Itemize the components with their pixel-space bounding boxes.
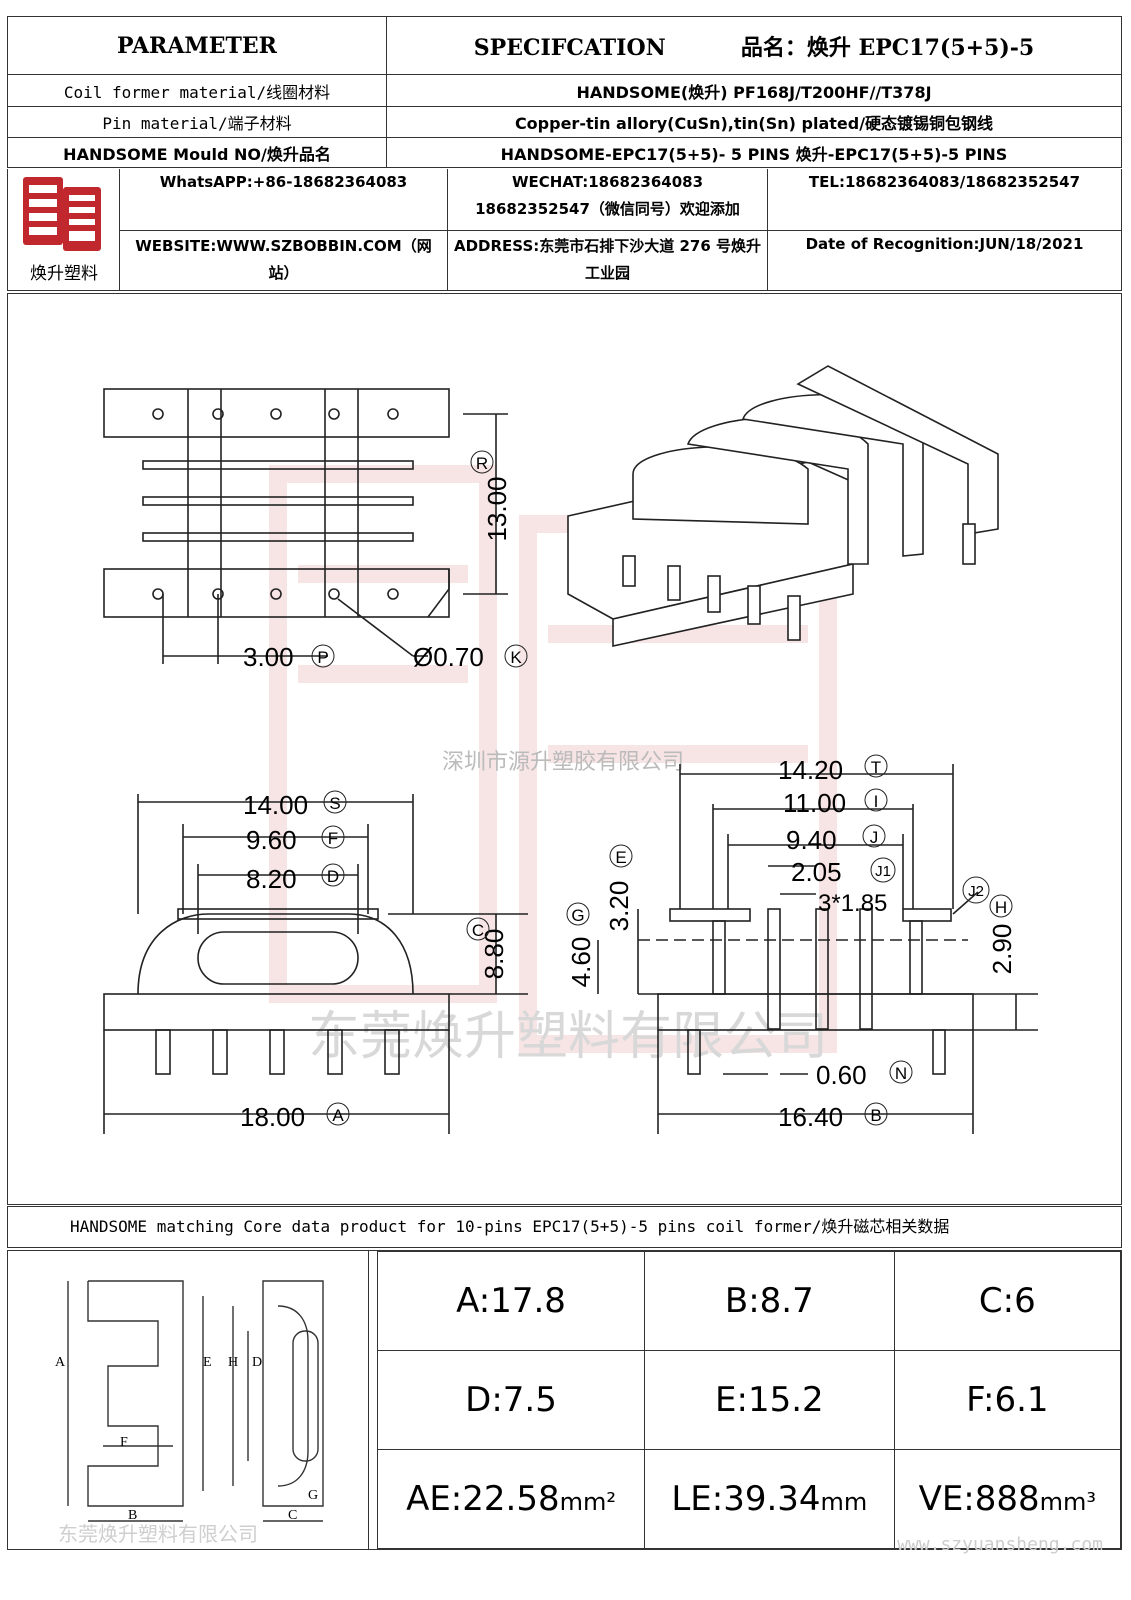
product-name: 品名：焕升 EPC17(5+5)-5	[740, 34, 1035, 61]
drawing-svg: 深圳市源升塑胶有限公司 东莞焕升塑料有限公司	[103, 365, 1038, 1134]
row-value-mould: HANDSOME-EPC17(5+5)- 5 PINS 焕升-EPC17(5+5…	[386, 137, 1122, 168]
dim-i-letter: I	[874, 792, 879, 811]
logo-text: 焕升塑料	[30, 264, 98, 284]
value-le: LE:39.34	[671, 1479, 821, 1519]
value-le-cell: LE:39.34mm	[644, 1449, 895, 1549]
dim-p-value: 3.00	[243, 642, 294, 672]
row-value-pin: Copper-tin allory(CuSn),tin(Sn) plated/硬…	[386, 106, 1122, 138]
dim-s-value: 14.00	[243, 790, 308, 820]
dim-d-letter: D	[327, 867, 339, 886]
value-e: E:15.2	[644, 1350, 895, 1450]
value-d: D:7.5	[376, 1350, 646, 1450]
dim-b-value: 16.40	[778, 1102, 843, 1132]
core-area: A E H D F B C G 东莞焕升塑料有限公司 A:17.8 B:8.7 …	[7, 1250, 1122, 1555]
front-view	[103, 794, 528, 1134]
dim-p-letter: P	[317, 648, 328, 667]
core-watermark: 东莞焕升塑料有限公司	[58, 1523, 258, 1546]
value-ve: VE:888	[918, 1479, 1040, 1519]
core-svg: A E H D F B C G 东莞焕升塑料有限公司	[55, 1280, 324, 1546]
telephone: TEL:18682364083/18682352547	[768, 169, 1121, 231]
value-a: A:17.8	[376, 1251, 646, 1351]
dim-j2-letter: J2	[968, 883, 984, 900]
dim-j-value: 9.40	[786, 825, 837, 855]
dim-j1-letter: J1	[875, 863, 891, 880]
dim-r-letter: R	[476, 454, 488, 473]
dim-k-value: Ø0.70	[413, 642, 484, 672]
parameter-heading: PARAMETER	[7, 16, 387, 75]
core-values-table: A:17.8 B:8.7 C:6 D:7.5 E:15.2 F:6.1 AE:2…	[376, 1251, 1122, 1549]
technical-drawing: 深圳市源升塑胶有限公司 东莞焕升塑料有限公司	[7, 293, 1122, 1205]
dim-g-value: 4.60	[566, 937, 596, 988]
dim-a-value: 18.00	[240, 1102, 305, 1132]
spec-heading-cell: SPECIFCATION 品名：焕升 EPC17(5+5)-5	[386, 16, 1122, 75]
core-label-h: H	[228, 1355, 238, 1370]
core-label-c: C	[288, 1508, 297, 1523]
spec-sheet: PARAMETER SPECIFCATION 品名：焕升 EPC17(5+5)-…	[7, 16, 1122, 1555]
value-ve-cell: VE:888mm³	[893, 1449, 1122, 1549]
spec-heading: SPECIFCATION	[473, 34, 666, 61]
address: ADDRESS:东莞市石排下沙大道 276 号焕升工业园	[448, 231, 768, 291]
row-label-coil: Coil former material/线圈材料	[7, 74, 387, 107]
dim-b-letter: B	[870, 1106, 881, 1125]
website: WEBSITE:WWW.SZBOBBIN.COM（网站）	[120, 231, 448, 291]
dim-i-value: 11.00	[783, 788, 846, 818]
core-label-e: E	[203, 1355, 212, 1370]
dim-f-value: 9.60	[246, 825, 297, 855]
value-c: C:6	[893, 1251, 1122, 1351]
isometric-view	[567, 365, 999, 647]
site-watermark: www.szyuansheng.com	[897, 1534, 1103, 1555]
wechat-cell: WECHAT:18682364083 18682352547（微信同号）欢迎添加	[448, 169, 768, 231]
value-ae: AE:22.58	[406, 1479, 560, 1519]
dim-k-letter: K	[510, 648, 522, 667]
core-title: HANDSOME matching Core data product for …	[7, 1206, 1122, 1248]
core-label-g: G	[308, 1488, 318, 1503]
value-ve-unit: mm³	[1039, 1488, 1097, 1516]
company-info: 焕升塑料 WhatsAPP:+86-18682364083 WECHAT:186…	[7, 169, 1122, 291]
dim-n-value: 0.60	[816, 1060, 867, 1090]
logo-icon	[23, 177, 101, 251]
wechat-2: 18682352547（微信同号）欢迎添加	[475, 200, 740, 218]
dim-e-letter: E	[615, 848, 626, 867]
top-view	[103, 388, 508, 664]
core-diagram: A E H D F B C G 东莞焕升塑料有限公司	[8, 1251, 369, 1549]
dim-d-value: 8.20	[246, 864, 297, 894]
dim-r-value: 13.00	[482, 476, 512, 541]
dim-j-letter: J	[870, 828, 879, 847]
dim-g-letter: G	[571, 906, 584, 925]
row-label-mould: HANDSOME Mould NO/焕升品名	[7, 137, 387, 168]
dim-c-value: 8.80	[479, 929, 509, 980]
dim-t-letter: T	[871, 758, 881, 777]
dim-a-letter: A	[332, 1106, 344, 1125]
dim-j2-value: 3*1.85	[818, 890, 887, 917]
row-label-pin: Pin material/端子材料	[7, 106, 387, 138]
row-value-coil: HANDSOME(焕升) PF168J/T200HF//T378J	[386, 74, 1122, 107]
watermark-top: 深圳市源升塑胶有限公司	[442, 749, 684, 774]
dim-t-value: 14.20	[778, 755, 843, 785]
core-label-a: A	[55, 1355, 66, 1370]
dim-e-value: 3.20	[604, 881, 634, 932]
watermark-bottom: 东莞焕升塑料有限公司	[308, 1008, 828, 1066]
dim-s-letter: S	[329, 794, 340, 813]
dim-c-letter: C	[472, 921, 484, 940]
wechat: WECHAT:18682364083	[511, 173, 703, 191]
recognition-date: Date of Recognition:JUN/18/2021	[805, 235, 1084, 253]
core-label-d: D	[252, 1355, 262, 1370]
side-view	[597, 764, 1038, 1134]
dim-h-letter: H	[995, 898, 1007, 917]
dim-n-letter: N	[895, 1064, 907, 1083]
value-le-unit: mm	[820, 1488, 868, 1516]
value-ae-cell: AE:22.58mm²	[376, 1449, 646, 1549]
dim-j1-value: 2.05	[791, 857, 842, 887]
value-b: B:8.7	[644, 1251, 895, 1351]
dim-f-letter: F	[328, 829, 338, 848]
header-table: PARAMETER SPECIFCATION 品名：焕升 EPC17(5+5)-…	[7, 16, 1122, 168]
dim-h-value: 2.90	[987, 924, 1017, 975]
core-label-f: F	[120, 1435, 128, 1450]
value-f: F:6.1	[893, 1350, 1122, 1450]
whatsapp: WhatsAPP:+86-18682364083	[120, 169, 448, 231]
core-label-b: B	[128, 1508, 137, 1523]
company-logo: 焕升塑料	[8, 169, 120, 291]
value-ae-unit: mm²	[559, 1488, 616, 1516]
